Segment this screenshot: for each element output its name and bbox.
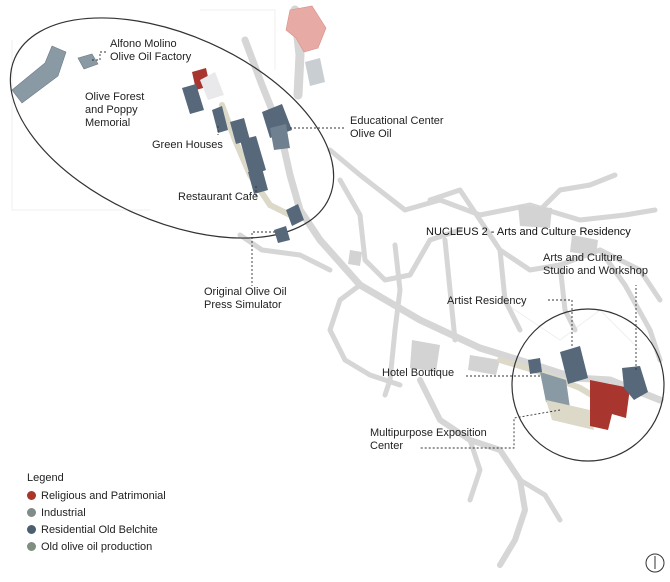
greenhouse-block — [212, 106, 228, 133]
road-mid-1 — [382, 242, 403, 398]
press-block-2 — [274, 226, 290, 243]
legend-item-residential: Residential Old Belchite — [27, 521, 166, 538]
leader-lines — [92, 51, 637, 449]
road-east — [597, 247, 663, 363]
residency-small — [528, 358, 542, 374]
road-ne — [537, 172, 618, 213]
artist-residency-block — [560, 346, 588, 384]
factory-annex — [77, 53, 99, 70]
label-olive-forest-memorial: Olive Forest and Poppy Memorial — [85, 91, 145, 129]
road-sw — [327, 282, 403, 388]
pale-heritage-1 — [200, 72, 224, 100]
legend-label-olive-oil: Old olive oil production — [41, 540, 153, 553]
legend-item-religious: Religious and Patrimonial — [27, 487, 166, 504]
road-south-1 — [417, 377, 528, 568]
legend-label-residential: Residential Old Belchite — [41, 523, 158, 536]
road-south-3 — [517, 477, 563, 523]
road-mid-2 — [442, 237, 458, 343]
nucleus-2-boundary — [511, 308, 665, 462]
educational-block-2 — [270, 124, 290, 150]
greenhouse-block-2 — [230, 118, 250, 144]
restaurant-block-2 — [248, 168, 268, 194]
memorial-block — [182, 84, 204, 114]
property-lines — [11, 9, 641, 351]
town-blocks — [348, 205, 598, 375]
label-arts-culture-studio: Arts and Culture Studio and Workshop — [543, 252, 648, 277]
map-legend: Legend Religious and Patrimonial Industr… — [27, 472, 166, 555]
nucleus-1-buildings — [11, 5, 327, 243]
north-arrow-icon — [645, 553, 665, 573]
press-block — [286, 204, 304, 226]
exposition-path — [546, 400, 594, 430]
road-south-2 — [467, 437, 483, 503]
legend-title: Legend — [27, 472, 64, 484]
road-mid-3 — [497, 247, 523, 333]
legend-label-religious: Religious and Patrimonial — [41, 489, 166, 502]
road-network — [237, 5, 664, 568]
label-artist-residency: Artist Residency — [447, 295, 527, 307]
nucleus-2-buildings — [528, 346, 648, 430]
restaurant-block — [240, 136, 266, 176]
road-mid-4 — [557, 262, 578, 333]
factory-building — [11, 45, 67, 104]
label-exposition-center: Multipurpose Exposition Center — [370, 427, 487, 452]
label-nucleus-2: NUCLEUS 2 - Arts and Culture Residency — [426, 226, 631, 238]
label-green-houses: Green Houses — [152, 139, 223, 151]
road-ring-1 — [327, 147, 658, 223]
heritage-ruins-north — [285, 5, 327, 53]
label-hotel-boutique: Hotel Boutique — [382, 367, 455, 379]
studio-block — [622, 366, 648, 400]
label-restaurant-cafe: Restaurant Cafe — [178, 191, 259, 203]
legend-swatch-industrial — [27, 508, 36, 517]
nucleus-1-boundary — [9, 17, 335, 239]
legend-label-industrial: Industrial — [41, 506, 86, 519]
road-ring-3 — [427, 187, 663, 303]
label-olive-oil-factory: Alfono Molino Olive Oil Factory — [110, 38, 192, 63]
legend-item-industrial: Industrial — [27, 504, 166, 521]
road-ring-2 — [337, 177, 463, 283]
label-olive-oil-press-simulator: Original Olive Oil Press Simulator — [204, 286, 287, 311]
legend-swatch-residential — [27, 525, 36, 534]
exposition-block — [540, 372, 570, 408]
legend-swatch-olive-oil — [27, 542, 36, 551]
legend-item-olive-oil: Old olive oil production — [27, 538, 166, 555]
label-educational-center: Educational Center Olive Oil — [350, 115, 444, 140]
grey-block-north — [305, 58, 325, 86]
residency-heritage — [590, 380, 630, 430]
legend-swatch-religious — [27, 491, 36, 500]
road-west — [237, 232, 333, 273]
